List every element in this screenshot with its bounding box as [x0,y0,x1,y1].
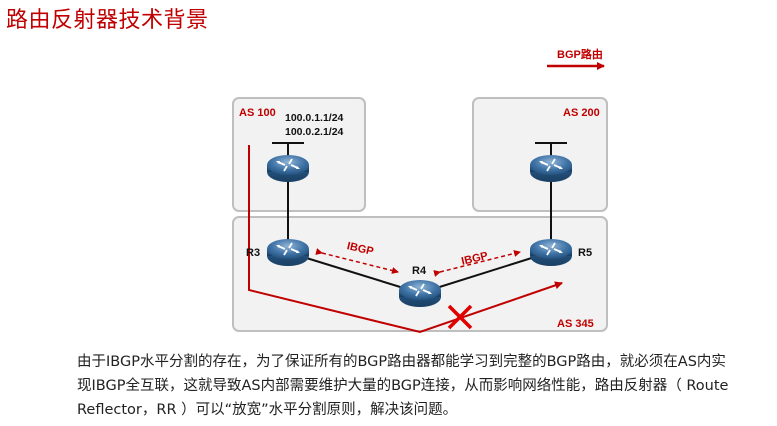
description-paragraph: 由于IBGP水平分割的存在，为了保证所有的BGP路由器都能学习到完整的BGP路由… [77,350,767,422]
router-as100-icon [267,155,309,182]
as200-box [472,97,608,212]
description-line-2: 现IBGP全互联，这就导致AS内部需要维护大量的BGP连接，从而影响网络性能，路… [77,378,729,394]
ibgp-session-r3-r4 [315,248,399,274]
as345-label: AS 345 [557,318,594,330]
blocked-x-icon [447,304,473,330]
ibgp-label-left: IBGP [346,240,375,258]
ibgp-label-right: IBGP [460,250,489,268]
description-line-3: Reflector，RR ）可以“放宽”水平分割原则，解决该问题。 [77,402,458,418]
as100-label: AS 100 [239,107,276,119]
router-r3-icon [267,239,309,266]
router-r3-label: R3 [246,247,260,259]
legend-label: BGP路由 [557,47,603,61]
as200-label: AS 200 [563,107,600,119]
router-r4-icon [399,280,441,307]
router-r5-icon [530,239,572,266]
as100-box [232,97,366,212]
address-1: 100.0.1.1/24 [285,112,344,124]
router-as200-icon [530,155,572,182]
page-title: 路由反射器技术背景 [6,8,209,33]
router-r4-label: R4 [412,265,427,277]
address-2: 100.0.2.1/24 [285,126,344,138]
router-r5-label: R5 [578,247,592,259]
bgp-route-path [248,145,563,334]
description-line-1: 由于IBGP水平分割的存在，为了保证所有的BGP路由器都能学习到完整的BGP路由… [77,354,726,370]
legend: BGP路由 [547,47,605,70]
